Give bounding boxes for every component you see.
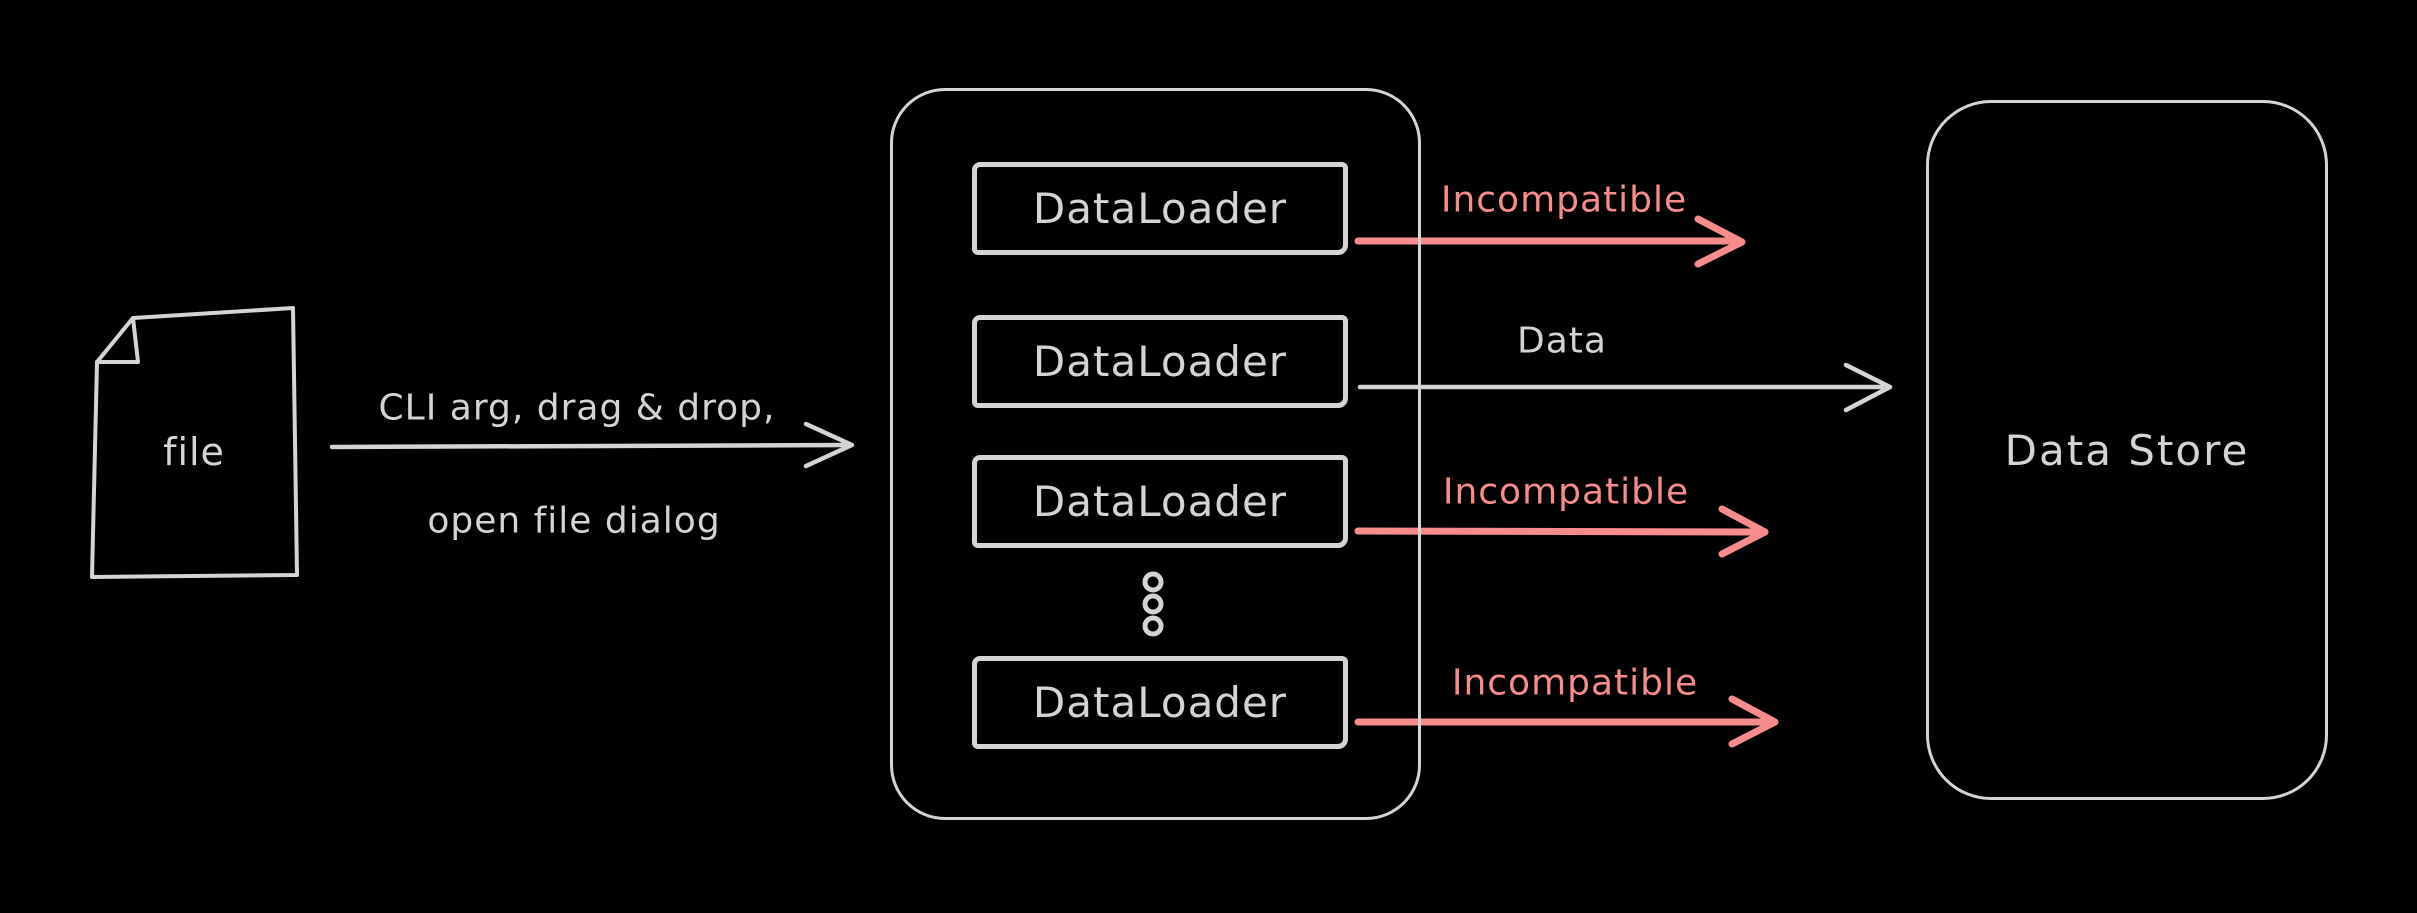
data-store-container: Data Store <box>1926 100 2328 800</box>
file-document-icon <box>90 306 299 579</box>
dataloader-box-4: DataLoader <box>972 656 1348 749</box>
output-arrow-2-label: Data <box>1517 320 1607 362</box>
input-arrow-line <box>329 442 849 450</box>
dataloader-box-4-label: DataLoader <box>1032 678 1288 727</box>
input-arrow-label-line1: CLI arg, drag & drop, <box>378 387 776 429</box>
output-arrow-3-label: Incompatible <box>1442 471 1690 513</box>
ellipsis-dot <box>1142 571 1164 593</box>
dataloader-box-3: DataLoader <box>972 455 1348 548</box>
dataloader-stack-container <box>890 88 1421 820</box>
dataloader-box-1: DataLoader <box>972 162 1348 255</box>
output-arrow-2-head-icon <box>1843 362 1893 413</box>
data-store-label: Data Store <box>2004 425 2250 475</box>
dataloader-box-2-label: DataLoader <box>1032 337 1288 386</box>
output-arrow-1-head-icon <box>1694 215 1746 268</box>
output-arrow-3-head-icon <box>1718 505 1769 558</box>
file-label: file <box>163 430 225 474</box>
input-arrow-head-icon <box>803 421 855 469</box>
file-document-fold-icon <box>95 316 140 364</box>
dataloader-box-2: DataLoader <box>972 315 1348 408</box>
input-arrow-label-line2: open file dialog <box>427 500 721 542</box>
output-arrow-3-line <box>1354 527 1759 536</box>
dataloader-box-1-label: DataLoader <box>1032 184 1288 233</box>
dataloader-box-3-label: DataLoader <box>1032 477 1288 526</box>
ellipsis-dot <box>1142 615 1164 637</box>
output-arrow-4-head-icon <box>1728 695 1779 748</box>
output-arrow-1-label: Incompatible <box>1440 179 1688 221</box>
output-arrow-4-label: Incompatible <box>1451 662 1699 704</box>
ellipsis-dot <box>1142 593 1164 615</box>
